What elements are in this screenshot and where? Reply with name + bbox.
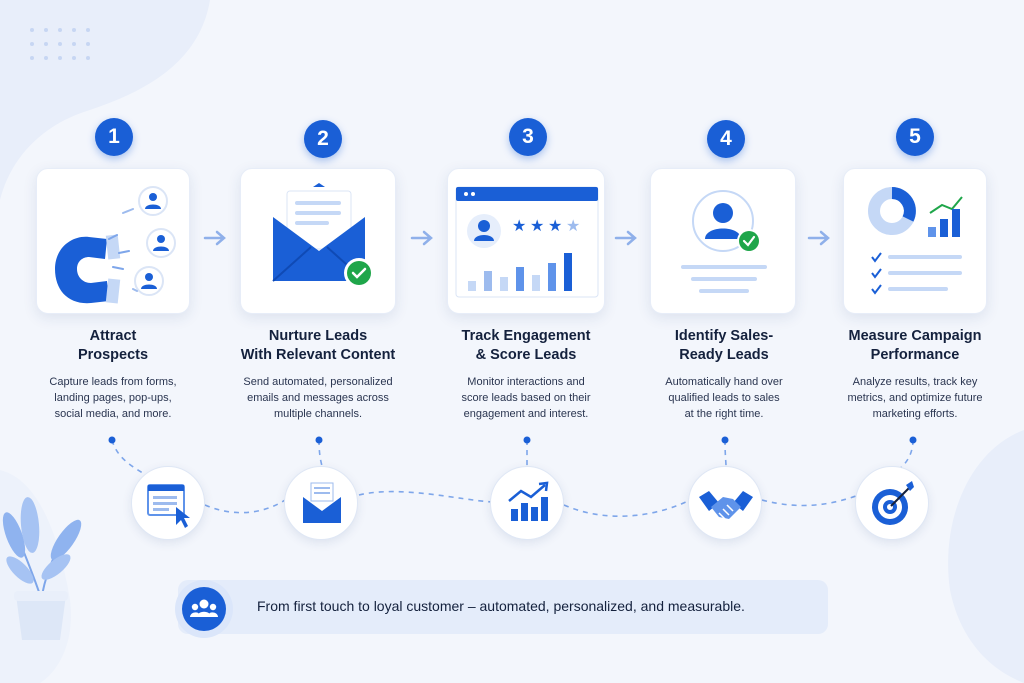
step-3-number: 3 [509,118,547,156]
step-4-number: 4 [707,120,745,158]
arrow-right-icon [614,230,637,246]
qualified-lead-icon [681,190,767,293]
magnet-icon [55,186,176,304]
plant-icon [2,497,82,640]
engagement-dashboard-icon: ★ ★ ★ ★ [455,186,599,298]
step-2-number: 2 [304,120,342,158]
svg-text:★: ★ [512,216,526,235]
summary-banner [178,580,828,634]
handshake-icon [688,466,762,540]
envelope-icon [284,466,358,540]
step-2-card [240,168,396,314]
svg-text:★: ★ [548,216,562,235]
growth-chart-icon [490,466,564,540]
arrow-right-icon [203,230,226,246]
svg-text:★: ★ [566,216,580,235]
step-1-card [36,168,190,314]
step-3-title: Track Engagement& Score Leads [461,328,591,363]
step-4-title: Identify Sales-Ready Leads [674,328,774,363]
web-form-cursor-icon [131,466,205,540]
decorative-dot-grid [30,28,90,60]
step-1-number: 1 [95,118,133,156]
step-4-card [650,168,796,314]
analytics-report-icon [868,187,963,295]
step-3-card: ★ ★ ★ ★ [447,168,605,314]
arrow-right-icon [807,230,830,246]
target-icon [855,466,929,540]
step-5-card [843,168,987,314]
arrow-right-icon [410,230,433,246]
team-icon [175,580,233,638]
step-1-description: Capture leads from forms,landing pages, … [49,376,177,420]
svg-text:★: ★ [530,216,544,235]
summary-banner-text: From first touch to loyal customer – aut… [257,598,745,614]
envelope-check-icon [272,183,374,288]
step-5-number: 5 [896,118,934,156]
